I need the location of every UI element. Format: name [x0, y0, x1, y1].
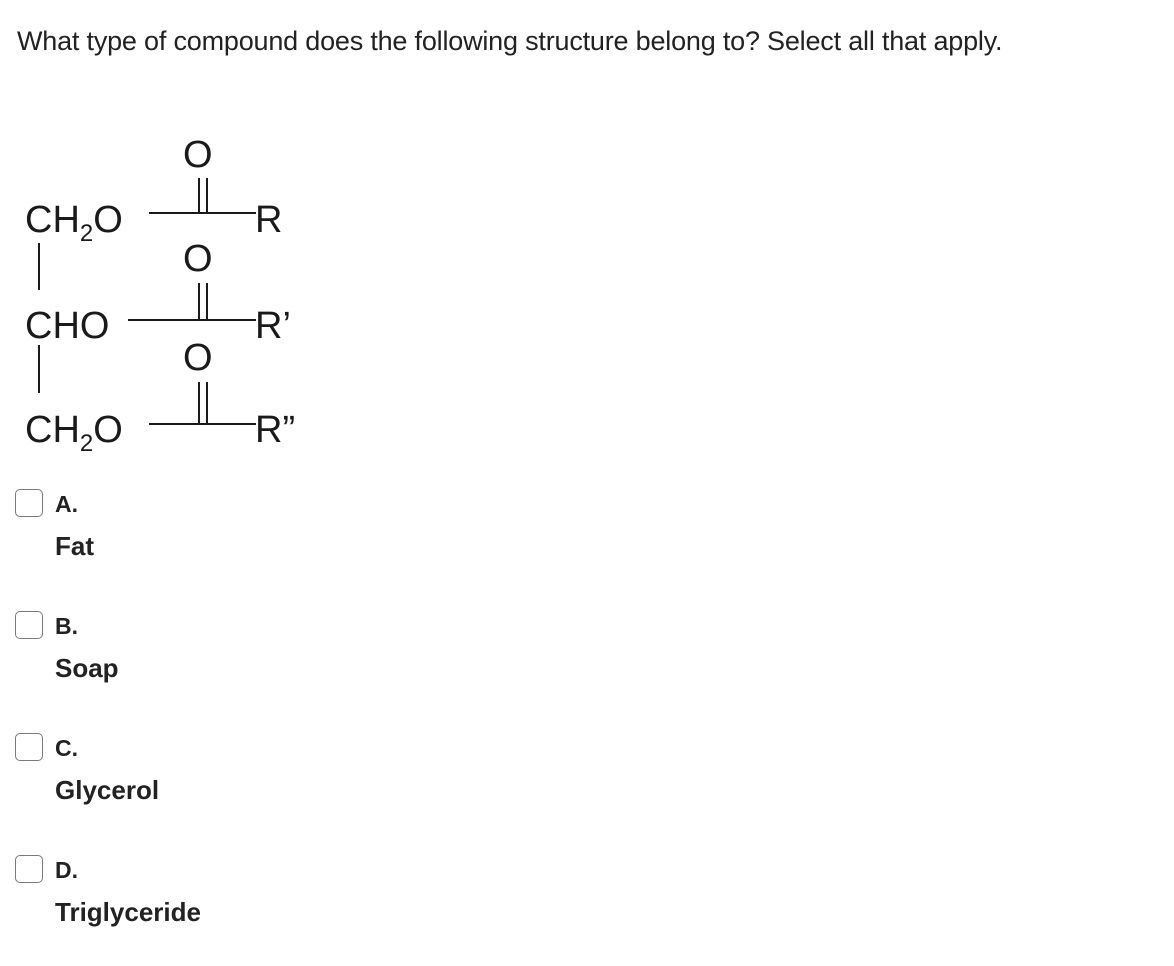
row1-left-group: CH2O — [25, 199, 123, 247]
carbonyl-oxygen-2: O — [183, 238, 213, 280]
question-text: What type of compound does the following… — [17, 26, 1003, 56]
option-c[interactable]: C. Glycerol — [15, 733, 415, 813]
option-d-letter: D. — [55, 857, 78, 883]
option-a-text: Fat — [55, 531, 94, 561]
row2-left-group: CHO — [25, 305, 109, 347]
option-d[interactable]: D. Triglyceride — [15, 855, 415, 935]
checkbox-option-a[interactable] — [15, 489, 43, 517]
checkbox-option-c[interactable] — [15, 733, 43, 761]
triglyceride-structure-diagram: O O O CH2O R CHO R’ CH2O R” — [25, 134, 295, 457]
row2-r-group: R’ — [255, 305, 291, 347]
option-b-text: Soap — [55, 653, 119, 683]
option-a[interactable]: A. Fat — [15, 489, 415, 569]
option-a-letter: A. — [55, 491, 78, 517]
checkbox-option-d[interactable] — [15, 855, 43, 883]
row3-r-group: R” — [255, 409, 295, 451]
option-d-text: Triglyceride — [55, 897, 201, 927]
row1-r-group: R — [255, 199, 282, 241]
carbonyl-oxygen-3: O — [183, 337, 213, 379]
row3-left-group: CH2O — [25, 409, 123, 457]
option-b-letter: B. — [55, 613, 78, 639]
option-c-letter: C. — [55, 735, 78, 761]
option-b[interactable]: B. Soap — [15, 611, 415, 691]
carbonyl-oxygen-1: O — [183, 134, 213, 176]
option-c-text: Glycerol — [55, 775, 160, 805]
checkbox-option-b[interactable] — [15, 611, 43, 639]
